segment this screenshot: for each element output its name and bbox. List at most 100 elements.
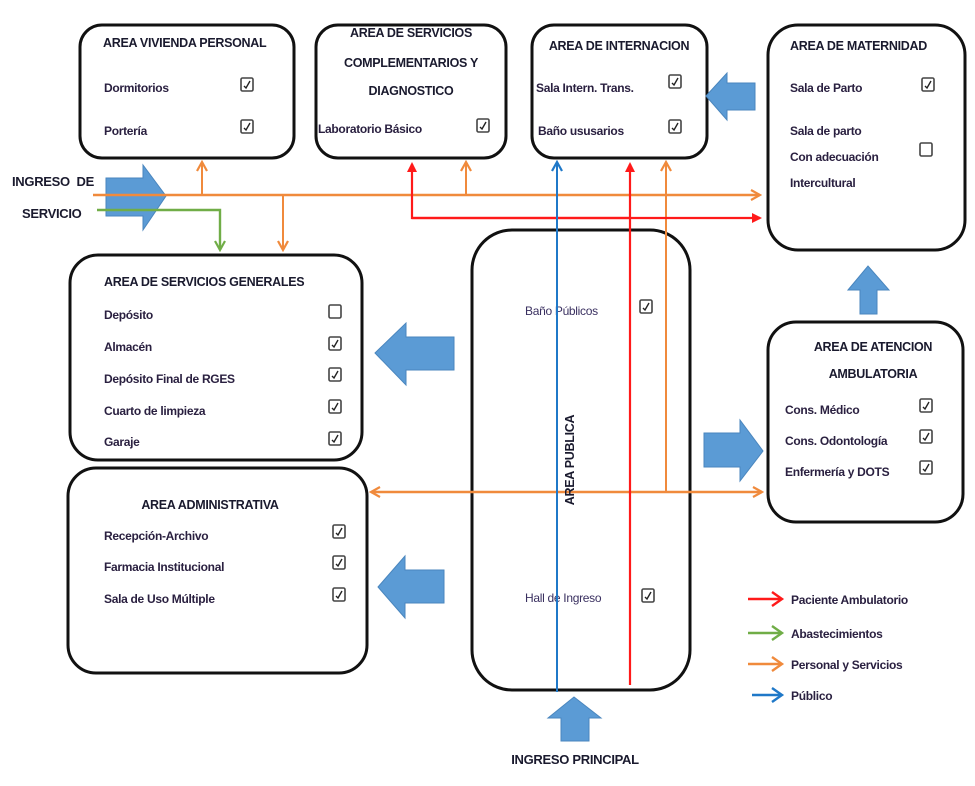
checkmark-icon [335, 590, 343, 600]
checkmark-icon [243, 80, 251, 90]
area-title: AREA DE SERVICIOS [350, 26, 472, 40]
area-title: AREA VIVIENDA PERSONAL [103, 36, 267, 50]
item-label: Cons. Odontología [785, 434, 888, 448]
item-label: Cons. Médico [785, 403, 859, 417]
legend-label: Público [791, 689, 832, 703]
checkbox-box [639, 299, 653, 314]
checkbox[interactable] [668, 119, 682, 134]
checkmark-icon [671, 122, 679, 132]
checkmark-icon [644, 591, 652, 601]
item-label: Garaje [104, 435, 140, 449]
area-servicios-generales: AREA DE SERVICIOS GENERALES Depósito Alm… [68, 253, 364, 462]
checkbox-box [328, 399, 342, 414]
checkbox[interactable] [641, 588, 655, 603]
checkbox-box [328, 431, 342, 446]
checkbox[interactable] [919, 429, 933, 444]
area-title: AMBULATORIA [829, 367, 918, 381]
block-arrow-left-generales [374, 321, 455, 387]
item-label: Cuarto de limpieza [104, 404, 206, 418]
checkbox-box [332, 524, 346, 539]
legend-label: Paciente Ambulatorio [791, 593, 908, 607]
checkbox[interactable] [328, 367, 342, 382]
checkmark-icon [335, 527, 343, 537]
checkbox-box [919, 429, 933, 444]
area-box [766, 23, 967, 252]
checkmark-icon [922, 432, 930, 442]
area-servicios-complementarios: AREA DE SERVICIOS COMPLEMENTARIOS Y DIAG… [314, 23, 508, 160]
area-internacion: AREA DE INTERNACION Sala Intern. Trans. … [530, 23, 709, 160]
checkmark-icon [922, 463, 930, 473]
legend-item-abastecimientos: Abastecimientos [748, 625, 883, 641]
checkbox-box [328, 367, 342, 382]
legend: Paciente Ambulatorio Abastecimientos Per… [748, 591, 908, 703]
checkbox[interactable] [240, 77, 254, 92]
arrowhead-icon [771, 625, 785, 641]
legend-item-publico: Público [752, 687, 833, 703]
area-title: AREA DE ATENCION [814, 340, 933, 354]
item-label: Farmacia Institucional [104, 560, 224, 574]
item-label: Baño ususarios [538, 124, 624, 138]
item-label: Depósito Final de RGES [104, 372, 235, 386]
area-box [530, 23, 709, 160]
checkmark-icon [922, 401, 930, 411]
checkbox-box [328, 336, 342, 351]
checkbox[interactable] [921, 77, 935, 92]
checkbox[interactable] [476, 118, 490, 133]
checkmark-icon [335, 558, 343, 568]
item-label: Enfermería y DOTS [785, 465, 890, 479]
ingreso-servicio-label: SERVICIO [22, 206, 82, 221]
item-label: Portería [104, 124, 148, 138]
checkbox[interactable] [328, 336, 342, 351]
block-arrow-left-administrativa [377, 554, 445, 620]
checkmark-icon [924, 80, 932, 90]
checkbox-box [919, 398, 933, 413]
checkmark-icon [671, 77, 679, 87]
item-label: Almacén [104, 340, 152, 354]
area-title: AREA DE SERVICIOS GENERALES [104, 275, 304, 289]
checkbox[interactable] [328, 304, 342, 319]
checkmark-icon [331, 370, 339, 380]
checkmark-icon [243, 122, 251, 132]
checkbox[interactable] [332, 555, 346, 570]
checkbox-box [919, 460, 933, 475]
area-title: AREA DE INTERNACION [549, 39, 690, 53]
checkbox-box [668, 119, 682, 134]
legend-item-paciente: Paciente Ambulatorio [748, 591, 908, 607]
area-title: AREA ADMINISTRATIVA [141, 498, 279, 512]
checkbox[interactable] [328, 399, 342, 414]
checkbox-box [240, 119, 254, 134]
checkbox[interactable] [332, 587, 346, 602]
checkbox[interactable] [919, 398, 933, 413]
ingreso-servicio-label: INGRESO DE [12, 174, 95, 189]
checkbox[interactable] [332, 524, 346, 539]
checkbox[interactable] [668, 74, 682, 89]
checkbox[interactable] [919, 142, 933, 157]
checkbox[interactable] [639, 299, 653, 314]
checkbox[interactable] [919, 460, 933, 475]
item-label: Depósito [104, 308, 153, 322]
checkbox-box [332, 587, 346, 602]
area-box [766, 320, 965, 524]
arrowhead-icon [771, 591, 785, 607]
area-title-publica: AREA PUBLICA [563, 415, 577, 506]
checkbox[interactable] [328, 431, 342, 446]
area-maternidad: AREA DE MATERNIDAD Sala de Parto Sala de… [766, 23, 967, 252]
item-label: Sala Intern. Trans. [536, 81, 634, 95]
block-arrow-up-ingreso-principal [546, 696, 603, 742]
area-box [314, 23, 508, 160]
checkbox-box [476, 118, 490, 133]
ingreso-principal-label: INGRESO PRINCIPAL [511, 752, 639, 767]
legend-label: Abastecimientos [791, 627, 883, 641]
item-label: Laboratorio Básico [318, 122, 422, 136]
block-arrow-left-internacion [705, 71, 756, 122]
flow-abastecimientos [97, 208, 220, 250]
area-title: DIAGNOSTICO [369, 84, 454, 98]
checkbox[interactable] [240, 119, 254, 134]
area-administrativa: AREA ADMINISTRATIVA Recepción-Archivo Fa… [66, 466, 369, 675]
checkmark-icon [642, 302, 650, 312]
item-label: Con adecuación [790, 150, 878, 164]
checkmark-icon [331, 434, 339, 444]
item-label: Sala de parto [790, 124, 861, 138]
arrowhead-icon [771, 687, 785, 703]
checkbox-box [919, 142, 933, 157]
